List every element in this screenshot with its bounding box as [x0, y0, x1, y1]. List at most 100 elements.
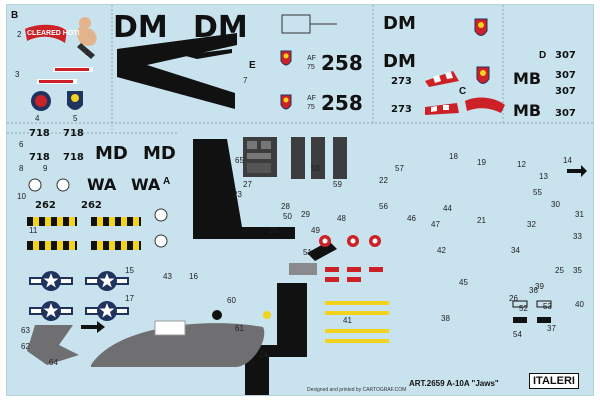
- red-stencil-2: [347, 267, 361, 272]
- decal-number-4: 4: [35, 114, 40, 123]
- decal-number-17: 17: [125, 294, 134, 303]
- decal-number-22: 22: [379, 176, 388, 185]
- decal-number-42: 42: [437, 246, 446, 255]
- arrow-decal-2: [567, 165, 587, 177]
- serial-307-3: 307: [555, 86, 576, 97]
- dm-code-right-1: DM: [383, 13, 416, 34]
- serial-273-2: 273: [391, 104, 412, 115]
- wa-code-2: WA: [131, 175, 161, 194]
- decal-number-20: 20: [269, 226, 278, 235]
- decal-number-56: 56: [379, 202, 388, 211]
- anti-glare-panel-decal: [117, 33, 237, 109]
- usaf-insignia-3: [29, 301, 73, 321]
- decal-number-18: 18: [449, 152, 458, 161]
- red-stencil-1: [325, 267, 339, 272]
- white-rect-decal: [154, 320, 186, 336]
- decal-number-8: 8: [19, 164, 24, 173]
- printer-credit: Designed and printed by CARTOGRAF.COM: [307, 387, 407, 393]
- decal-number-40: 40: [575, 300, 584, 309]
- serial-258-1: 258: [321, 51, 363, 75]
- black-dot-decal: [212, 310, 222, 320]
- serial-307-4: 307: [555, 108, 576, 119]
- decal-number-45: 45: [459, 278, 468, 287]
- yellow-smiley-decal: [263, 311, 271, 319]
- serial-273-1: 273: [391, 76, 412, 87]
- decal-number-58: 58: [311, 164, 320, 173]
- product-title: ART.2659 A-10A "Jaws": [409, 379, 499, 388]
- black-panel-large: [193, 139, 295, 239]
- cleared-hot-banner: [25, 24, 67, 43]
- tac-badge-4: [476, 66, 490, 84]
- grey-side-panel: [27, 325, 79, 365]
- decal-number-23: 23: [233, 190, 242, 199]
- serial-718-1: 718: [29, 128, 50, 139]
- decal-number-48: 48: [337, 214, 346, 223]
- decal-number-5: 5: [73, 114, 78, 123]
- red-roundel-1: [319, 235, 331, 247]
- decal-number-9: 9: [43, 164, 48, 173]
- yellow-stripe-4: [325, 339, 389, 343]
- dm-code-right-2: DM: [383, 51, 416, 72]
- yellow-checker-band-2: [91, 217, 141, 226]
- decal-number-64: 64: [49, 358, 58, 367]
- usaf-insignia-2: [85, 271, 129, 291]
- stencil-block-4: [536, 300, 552, 308]
- decal-number-63: 63: [21, 326, 30, 335]
- decal-number-34: 34: [511, 246, 520, 255]
- wa-code-1: WA: [87, 175, 117, 194]
- md-code-1: MD: [95, 143, 128, 164]
- af-label-1: AF: [307, 55, 316, 62]
- canopy-grey-decal: [91, 323, 265, 367]
- decal-number-51: 51: [303, 248, 312, 257]
- version-letter-d: D: [539, 50, 547, 61]
- mb-code-2: MB: [513, 101, 542, 120]
- yellow-stripe-1: [325, 301, 389, 305]
- red-stencil-3: [369, 267, 383, 272]
- usaf-insignia-4: [85, 301, 129, 321]
- decal-number-59: 59: [333, 180, 342, 189]
- yr-label-1: 75: [307, 64, 315, 71]
- yellow-checker-band-1: [27, 217, 77, 226]
- decal-number-32: 32: [527, 220, 536, 229]
- md-code-2: MD: [143, 143, 176, 164]
- serial-718-3: 718: [29, 152, 50, 163]
- serial-307-1: 307: [555, 50, 576, 61]
- stencil-block-3: [512, 300, 528, 308]
- red-checker-lower: [425, 103, 459, 115]
- decal-number-43: 43: [163, 272, 172, 281]
- arrow-decal-1: [81, 321, 105, 333]
- tac-badge-1: [280, 50, 292, 66]
- tac-badge-3: [474, 18, 488, 36]
- serial-258-2: 258: [321, 91, 363, 115]
- serial-718-4: 718: [63, 152, 84, 163]
- yellow-stripe-3: [325, 329, 389, 333]
- console-panel-2: [311, 137, 325, 179]
- decal-number-36: 36: [529, 286, 538, 295]
- decal-number-60: 60: [227, 296, 236, 305]
- decal-number-15: 15: [125, 266, 134, 275]
- decal-number-49: 49: [311, 226, 320, 235]
- decal-sheet-area: DM DM DM DM MD MD WA WA MB MB AF 75 258 …: [6, 4, 594, 396]
- decal-number-50: 50: [283, 212, 292, 221]
- decal-number-33: 33: [573, 232, 582, 241]
- decal-number-29: 29: [301, 210, 310, 219]
- decal-number-11: 11: [29, 226, 38, 235]
- decal-number-27: 27: [243, 180, 252, 189]
- brand-logo: ITALERI: [529, 373, 579, 389]
- decal-number-7: 7: [243, 76, 248, 85]
- decal-number-61: 61: [235, 324, 244, 333]
- decal-number-52: 52: [519, 304, 528, 313]
- decal-number-54: 54: [513, 330, 522, 339]
- af-label-2: AF: [307, 95, 316, 102]
- stencil-block-2: [537, 317, 551, 323]
- yellow-stripe-2: [325, 311, 389, 315]
- cleared-hot-text: CLEARED HOT!: [27, 30, 80, 37]
- red-checker-tail-band: [425, 71, 459, 87]
- squadron-patch-1: [31, 91, 51, 111]
- decal-number-24: 24: [259, 350, 268, 359]
- console-panel-3: [333, 137, 347, 179]
- decal-number-25: 25: [555, 266, 564, 275]
- decal-number-44: 44: [443, 204, 452, 213]
- serial-718-2: 718: [63, 128, 84, 139]
